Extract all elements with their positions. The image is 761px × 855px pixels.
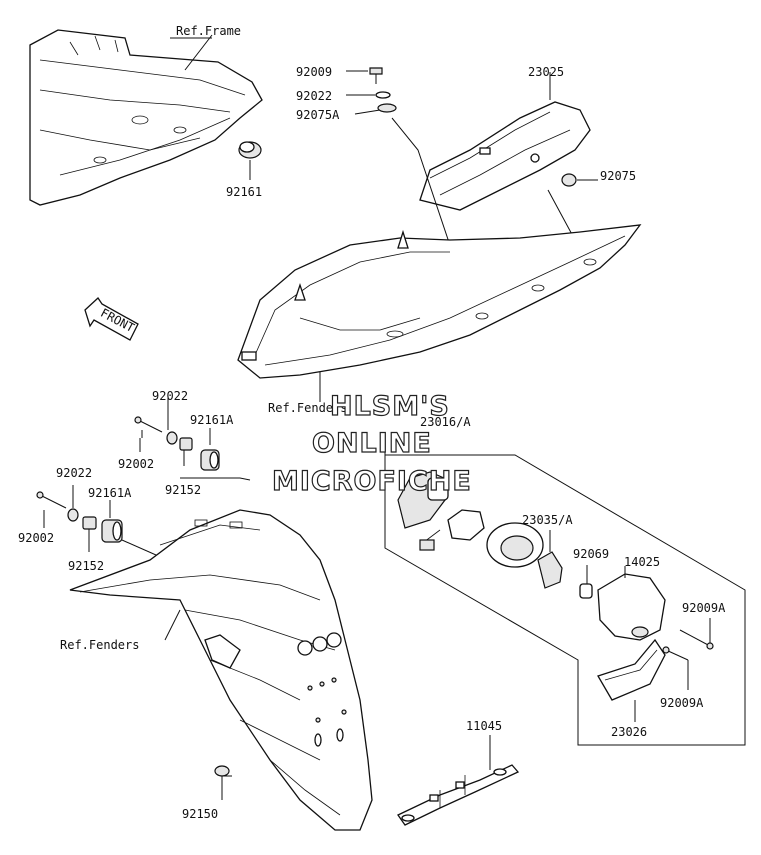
label-92161: 92161 bbox=[226, 185, 262, 199]
spacer-92152-b bbox=[82, 516, 97, 552]
label-ref-fenders-top: Ref.Fenders bbox=[268, 401, 347, 415]
label-92161A-b: 92161A bbox=[88, 486, 132, 500]
grommet-92161 bbox=[238, 141, 262, 180]
label-92002-a: 92002 bbox=[118, 457, 154, 471]
label-11045: 11045 bbox=[466, 719, 502, 733]
lens-cover-23026 bbox=[597, 638, 666, 722]
bolt-92002-a bbox=[134, 416, 163, 438]
bulb-92069 bbox=[579, 565, 593, 599]
screw-92009-top bbox=[346, 67, 383, 84]
label-92022-b: 92022 bbox=[56, 466, 92, 480]
label-92161A-a: 92161A bbox=[190, 413, 234, 427]
leader-92161A-a bbox=[139, 398, 251, 481]
watermark-line-1: HLSM'S bbox=[330, 391, 450, 422]
watermark-line-3: MICROFICHE bbox=[272, 466, 472, 497]
tail-light-cover-23025 bbox=[419, 72, 591, 211]
grommet-92161A-a bbox=[200, 449, 220, 471]
leader-ref-fenders-b bbox=[164, 609, 181, 641]
washer-92022-top bbox=[346, 91, 391, 99]
label-92009-top: 92009 bbox=[296, 65, 332, 79]
washer-92022-b bbox=[67, 485, 79, 522]
label-92022-top: 92022 bbox=[296, 89, 332, 103]
grommet-92075A bbox=[354, 103, 397, 115]
grommet-92161A-b bbox=[101, 500, 123, 543]
label-14025: 14025 bbox=[624, 555, 660, 569]
license-bracket-11045 bbox=[397, 735, 520, 826]
label-92009A-b: 92009A bbox=[660, 696, 704, 710]
label-92150: 92150 bbox=[182, 807, 218, 821]
label-92009A-a: 92009A bbox=[682, 601, 726, 615]
watermark-line-2: ONLINE bbox=[312, 428, 432, 459]
label-92022-a: 92022 bbox=[152, 389, 188, 403]
label-92075A: 92075A bbox=[296, 108, 340, 122]
tail-lamp-14025 bbox=[597, 566, 666, 641]
rear-fender-lower bbox=[69, 509, 373, 831]
washer-92022-a bbox=[166, 431, 178, 445]
rear-cowl-upper bbox=[237, 224, 642, 379]
front-arrow-icon: FRONT bbox=[84, 297, 139, 341]
label-92152-a: 92152 bbox=[165, 483, 201, 497]
label-ref-frame: Ref.Frame bbox=[176, 24, 241, 38]
label-23016A: 23016/A bbox=[420, 415, 471, 429]
part-labels: Ref.Frame 92009 92022 92075A 23025 92075… bbox=[18, 24, 726, 821]
spacer-92152-a bbox=[179, 437, 193, 451]
label-23025: 23025 bbox=[528, 65, 564, 79]
socket-23016A bbox=[397, 471, 485, 551]
label-23035A: 23035/A bbox=[522, 513, 573, 527]
label-ref-fenders-bottom: Ref.Fenders bbox=[60, 638, 139, 652]
label-92069: 92069 bbox=[573, 547, 609, 561]
lens-holder-23035A bbox=[486, 522, 563, 589]
tail-assembly-frame bbox=[384, 454, 746, 746]
screw-92009A-b bbox=[662, 646, 689, 690]
grommet-92075 bbox=[561, 173, 598, 187]
screw-92009A-a bbox=[679, 618, 714, 650]
watermark: HLSM'S ONLINE MICROFICHE bbox=[271, 390, 472, 497]
label-23026: 23026 bbox=[611, 725, 647, 739]
screw-92150 bbox=[214, 765, 232, 800]
label-92075: 92075 bbox=[600, 169, 636, 183]
bolt-92002-b bbox=[36, 491, 67, 528]
frame-drawing bbox=[29, 29, 263, 206]
label-92002-b: 92002 bbox=[18, 531, 54, 545]
label-92152-b: 92152 bbox=[68, 559, 104, 573]
